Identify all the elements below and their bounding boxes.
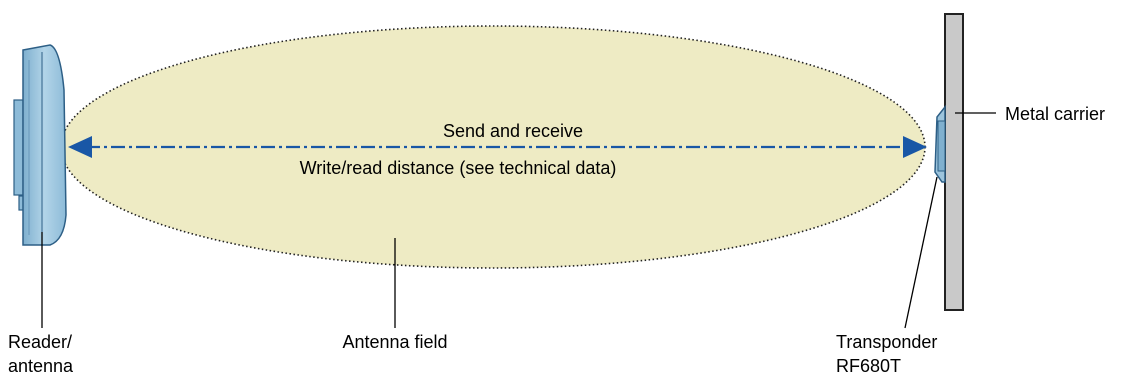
reader-antenna-device — [13, 44, 67, 246]
send-receive-arrow — [68, 136, 927, 158]
transponder-leader-line — [904, 176, 938, 329]
transponder-device — [934, 104, 946, 183]
metal-carrier-label: Metal carrier — [1005, 104, 1105, 124]
reader-label-line1: Reader/ — [8, 332, 72, 352]
send-receive-label: Send and receive — [443, 121, 583, 141]
reader-label-line2: antenna — [8, 356, 74, 376]
transponder-label-line1: Transponder — [836, 332, 937, 352]
distance-label: Write/read distance (see technical data) — [300, 158, 617, 178]
metal-carrier-plate — [944, 13, 964, 311]
transponder-label-line2: RF680T — [836, 356, 901, 376]
antenna-field-label: Antenna field — [342, 332, 447, 352]
